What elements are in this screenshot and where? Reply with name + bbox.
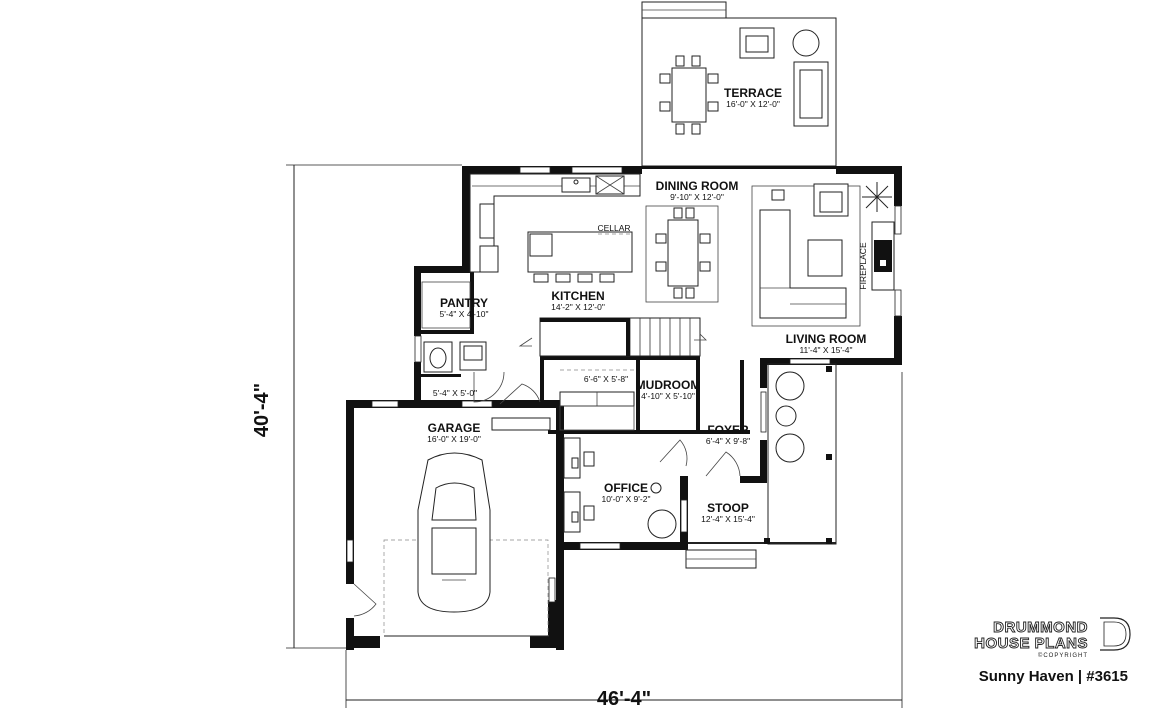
kitchen-fixtures <box>469 173 641 283</box>
brand-line-2: HOUSE PLANS <box>974 635 1088 652</box>
stoop-name: STOOP <box>707 501 749 515</box>
terrace-area <box>641 1 837 167</box>
kitchen-name: KITCHEN <box>551 289 604 303</box>
cellar-name: CELLAR <box>597 223 630 233</box>
dining-size: 9'-10" X 12'-0" <box>670 192 724 202</box>
depth-dimension: 40'-4" <box>251 383 273 437</box>
room-labels: TERRACE 16'-0" X 12'-0" DINING ROOM 9'-1… <box>427 86 868 524</box>
mudroom-name: MUDROOM <box>636 378 701 392</box>
stoop-porch <box>682 363 837 569</box>
closet-size: 6'-6" X 5'-8" <box>584 374 628 384</box>
garage-interior <box>383 452 549 637</box>
staircase <box>518 317 707 357</box>
plan-caption: Sunny Haven | #3615 <box>979 668 1128 685</box>
garage-size: 16'-0" X 19'-0" <box>427 434 481 444</box>
doors <box>353 371 741 617</box>
mudroom-size: 4'-10" X 5'-10" <box>641 391 695 401</box>
office-size: 10'-0" X 9'-2" <box>602 494 651 504</box>
interior-walls <box>414 266 750 550</box>
garage-name: GARAGE <box>428 421 481 435</box>
foyer-size: 6'-4" X 9'-8" <box>706 436 750 446</box>
brand-d-icon <box>1100 617 1131 651</box>
living-size: 11'-4" X 15'-4" <box>799 345 852 355</box>
powder-size: 5'-4" X 5'-0" <box>433 388 477 398</box>
terrace-name: TERRACE <box>724 86 782 100</box>
brand-line-1: DRUMMOND <box>993 619 1088 636</box>
brand-copyright: ©COPYRIGHT <box>1038 652 1088 659</box>
brand-logo: DRUMMOND HOUSE PLANS ©COPYRIGHT <box>974 617 1131 659</box>
kitchen-size: 14'-2" X 12'-0" <box>551 302 605 312</box>
width-dimension: 46'-4" <box>597 688 651 710</box>
pantry-size: 5'-4" X 4'-10" <box>440 309 489 319</box>
terrace-size: 16'-0" X 12'-0" <box>726 99 780 109</box>
dining-name: DINING ROOM <box>656 179 739 193</box>
bathroom-fixtures <box>421 281 635 431</box>
pantry-name: PANTRY <box>440 296 488 310</box>
living-room-furniture <box>751 182 895 327</box>
depth-dimension-line <box>286 164 462 649</box>
office-name: OFFICE <box>604 481 648 495</box>
living-name: LIVING ROOM <box>786 332 867 346</box>
foyer-name: FOYER <box>707 423 749 437</box>
stoop-size: 12'-4" X 15'-4" <box>701 514 755 524</box>
dining-set <box>645 205 719 303</box>
office-furniture <box>563 437 677 539</box>
fireplace-label: FIREPLACE <box>858 242 868 290</box>
width-dimension-line <box>345 372 903 708</box>
